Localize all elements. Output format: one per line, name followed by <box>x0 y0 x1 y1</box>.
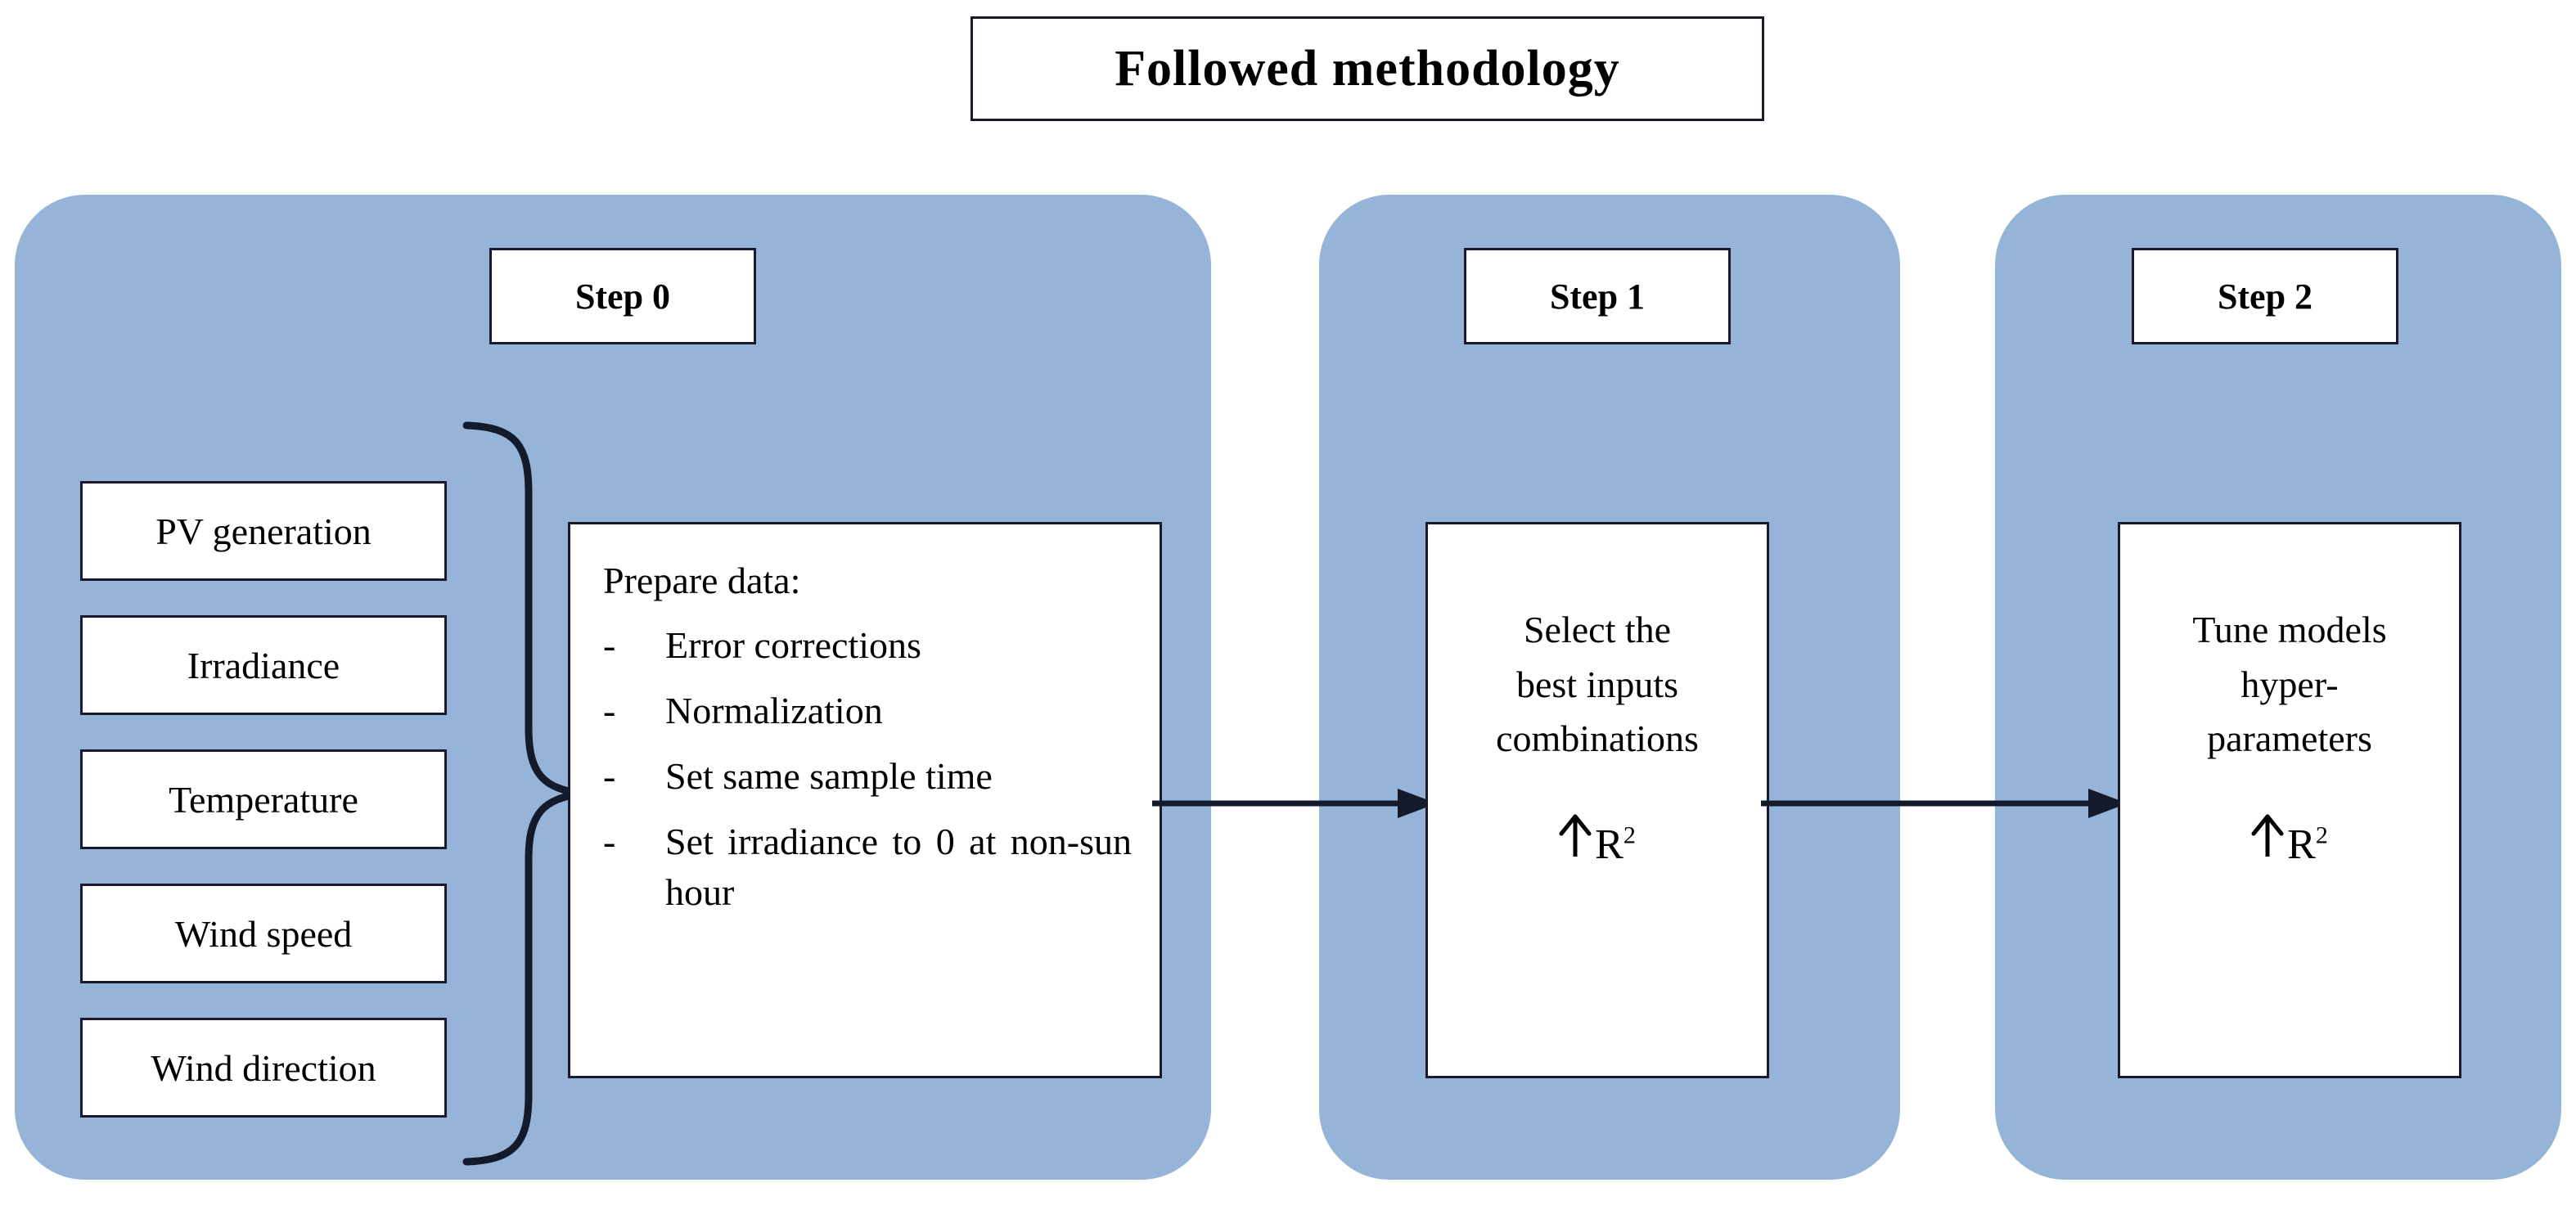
prepare-bullet-set-same-sample-time: - Set same sample time <box>603 751 1132 802</box>
page-title: Followed methodology <box>1115 40 1620 97</box>
step-1-line-2: best inputs <box>1515 663 1679 705</box>
input-label: Temperature <box>169 778 358 821</box>
up-arrow-icon <box>1559 812 1592 858</box>
step-0-label: Step 0 <box>574 276 671 317</box>
bullet-label: Set same sample time <box>665 754 993 797</box>
prepare-data-box: Prepare data: - Error corrections - Norm… <box>568 522 1162 1078</box>
step-2-line-3: parameters <box>2207 717 2372 760</box>
step-2-r2-text: R2 <box>2287 821 2328 869</box>
prepare-bullet-error-corrections: - Error corrections <box>603 620 1132 671</box>
step-1-r2-metric: R2 <box>1559 812 1636 869</box>
input-box-wind-speed: Wind speed <box>80 884 447 983</box>
prepare-bullet-normalization: - Normalization <box>603 686 1132 736</box>
step-2-r2-metric: R2 <box>2251 812 2328 869</box>
step-1-label-box: Step 1 <box>1464 248 1731 344</box>
step-2-label-box: Step 2 <box>2132 248 2398 344</box>
input-label: PV generation <box>155 510 372 552</box>
step-2-label: Step 2 <box>2217 276 2313 317</box>
step-1-r2-text: R2 <box>1595 821 1636 869</box>
input-label: Irradiance <box>187 644 340 686</box>
step-1-content-box: Select the best inputs combinations R2 <box>1425 522 1769 1078</box>
bullet-label: Error corrections <box>665 623 921 666</box>
step-1-label: Step 1 <box>1549 276 1646 317</box>
step-2-content-box: Tune models hyper- parameters R2 <box>2118 522 2461 1078</box>
arrow-step0-to-step1-icon <box>1152 787 1437 820</box>
input-box-temperature: Temperature <box>80 749 447 849</box>
bullet-dash: - <box>603 754 616 797</box>
bullet-label: Set irradiance to 0 at non-sun hour <box>665 820 1132 913</box>
input-box-irradiance: Irradiance <box>80 615 447 715</box>
input-label: Wind speed <box>174 912 353 955</box>
prepare-data-title: Prepare data: <box>603 560 801 601</box>
input-box-wind-direction: Wind direction <box>80 1018 447 1118</box>
step-1-line-3: combinations <box>1496 717 1699 760</box>
bullet-dash: - <box>603 689 616 731</box>
bullet-dash: - <box>603 623 616 666</box>
step-0-label-box: Step 0 <box>489 248 756 344</box>
step-1-line-1: Select the <box>1523 609 1672 650</box>
bullet-label: Normalization <box>665 689 883 731</box>
input-label: Wind direction <box>151 1046 376 1089</box>
step-2-line-2: hyper- <box>2240 663 2339 705</box>
input-box-pv-generation: PV generation <box>80 481 447 581</box>
bullet-dash: - <box>603 820 616 862</box>
step-2-line-1: Tune models <box>2192 609 2387 650</box>
up-arrow-icon <box>2251 812 2284 858</box>
diagram-title-box: Followed methodology <box>971 16 1764 121</box>
prepare-bullet-set-irradiance-zero: - Set irradiance to 0 at non-sun hour <box>603 816 1132 918</box>
arrow-step1-to-step2-icon <box>1761 787 2128 820</box>
